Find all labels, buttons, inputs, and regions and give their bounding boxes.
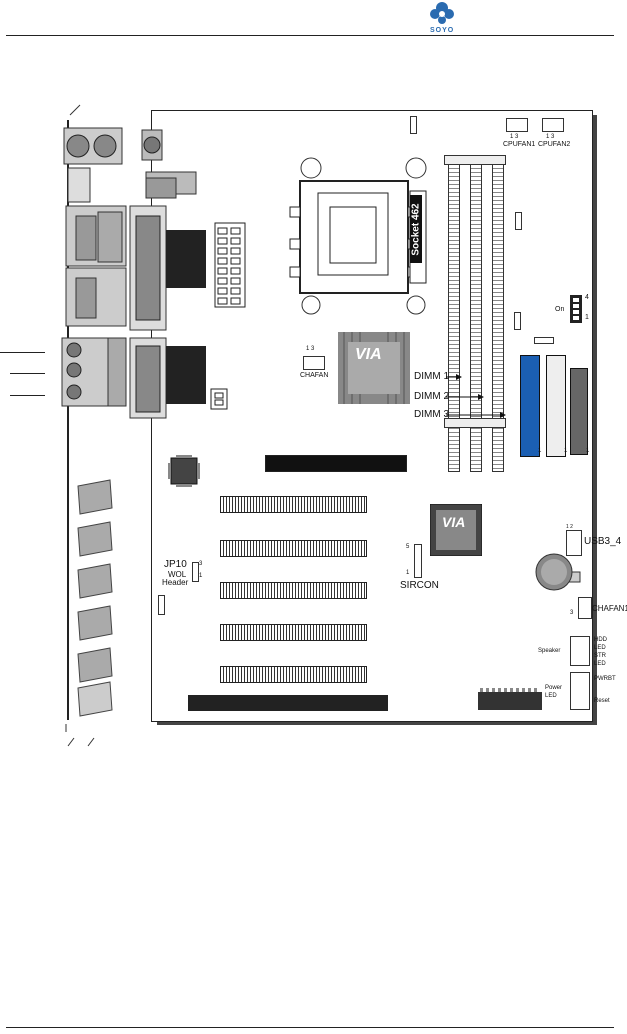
bottom-marks bbox=[65, 724, 95, 747]
dip-label-4: 4 bbox=[585, 294, 589, 301]
wol-header bbox=[192, 562, 199, 582]
jumper bbox=[514, 312, 521, 330]
north-bridge-logo: VIA bbox=[355, 346, 382, 363]
jumper bbox=[534, 337, 554, 344]
pci-slot-3 bbox=[220, 582, 367, 599]
wol-label: WOL bbox=[168, 570, 187, 579]
north-bridge-chip bbox=[338, 332, 410, 404]
chafan1-label: CHAFAN1 bbox=[592, 604, 627, 613]
usb34-label: USB3_4 bbox=[584, 536, 622, 547]
usb34-pins: 1 2 bbox=[566, 524, 573, 530]
socket-label-wrap: Socket 462 bbox=[404, 190, 428, 268]
usb34-header bbox=[566, 530, 582, 556]
pci-slot-2 bbox=[220, 540, 367, 557]
expansion-brackets bbox=[77, 479, 113, 717]
pci-slot-4 bbox=[220, 624, 367, 641]
cpufan1-label: CPUFAN1 bbox=[503, 141, 536, 148]
dimm-label-3: DIMM 3 bbox=[414, 409, 449, 420]
south-bridge-logo: VIA bbox=[442, 514, 466, 530]
reset-label: Reset bbox=[594, 698, 610, 704]
ide2-connector bbox=[546, 355, 566, 457]
cpufan2-label: CPUFAN2 bbox=[538, 141, 571, 148]
agp-slot bbox=[265, 455, 407, 472]
dimm-latch-top bbox=[444, 155, 506, 165]
cpufan2-pins: 1 3 bbox=[546, 134, 555, 140]
dip-switch bbox=[570, 295, 582, 323]
sircon-pin-bottom: 1 bbox=[406, 570, 410, 576]
cpufan1-pins: 1 3 bbox=[510, 134, 519, 140]
isa-slot bbox=[188, 695, 388, 711]
chafan-pins: 1 3 bbox=[306, 346, 315, 352]
jumper bbox=[410, 116, 417, 134]
io-connectors bbox=[61, 104, 206, 419]
cpu-socket bbox=[289, 157, 427, 315]
brand-text: SOYO bbox=[430, 27, 455, 34]
front-panel-header-2 bbox=[570, 672, 590, 710]
pci-slot-1 bbox=[220, 496, 367, 513]
dimm-label-1: DIMM 1 bbox=[414, 371, 449, 382]
ide1-connector bbox=[520, 355, 540, 457]
socket-label: Socket 462 bbox=[410, 202, 422, 256]
sircon-pin-top: 5 bbox=[406, 544, 410, 550]
dip-label-on: On bbox=[555, 306, 565, 313]
str-led-label: STR LED bbox=[594, 653, 606, 667]
bios-chip bbox=[478, 688, 542, 710]
sircon-label: SIRCON bbox=[400, 580, 439, 591]
ide2-pin: 1 bbox=[564, 448, 568, 454]
soyo-logo bbox=[430, 2, 454, 24]
chafan-label: CHAFAN bbox=[300, 372, 329, 379]
cpufan2-connector bbox=[542, 118, 564, 132]
speaker-label: Speaker bbox=[538, 648, 561, 654]
south-bridge-chip bbox=[430, 504, 482, 556]
fdd-pin: 1 bbox=[586, 448, 590, 454]
io-panel-edge bbox=[67, 120, 69, 720]
power-led-label: Power LED bbox=[545, 685, 563, 699]
dip-label-1: 1 bbox=[585, 314, 589, 321]
dimm-arrows bbox=[446, 374, 506, 418]
jp10-pin-top: 3 bbox=[199, 561, 203, 567]
jp10-pin-bottom: 1 bbox=[199, 573, 203, 579]
front-panel-header-1 bbox=[570, 636, 590, 666]
jumper bbox=[158, 595, 165, 615]
cmos-battery bbox=[535, 553, 581, 591]
chafan-connector bbox=[303, 356, 325, 370]
jumper bbox=[515, 212, 522, 230]
sircon-header bbox=[414, 544, 422, 578]
socket-label-box bbox=[410, 195, 422, 263]
pointer-line bbox=[10, 373, 45, 374]
dimm-label-2: DIMM 2 bbox=[414, 391, 449, 402]
pwrbt-label: PWRBT bbox=[594, 676, 616, 682]
atx-power-connector bbox=[214, 222, 246, 308]
pci-slot-5 bbox=[220, 666, 367, 683]
aux-power-connector bbox=[210, 388, 228, 410]
hdd-led-label: HDD LED bbox=[594, 637, 607, 651]
chafan1-pin: 3 bbox=[570, 610, 574, 616]
pointer-line bbox=[0, 352, 45, 353]
header-label: Header bbox=[162, 578, 189, 587]
dimm-latch-bottom bbox=[444, 418, 506, 428]
jp10-label: JP10 bbox=[164, 559, 187, 570]
footer-rule bbox=[6, 1027, 614, 1028]
super-io-chip bbox=[168, 455, 200, 487]
floppy-connector bbox=[570, 368, 588, 455]
cpufan1-connector bbox=[506, 118, 528, 132]
header-rule bbox=[6, 35, 614, 36]
ide1-pin: 1 bbox=[538, 448, 542, 454]
chafan1-connector bbox=[578, 597, 592, 619]
pointer-line bbox=[10, 395, 45, 396]
